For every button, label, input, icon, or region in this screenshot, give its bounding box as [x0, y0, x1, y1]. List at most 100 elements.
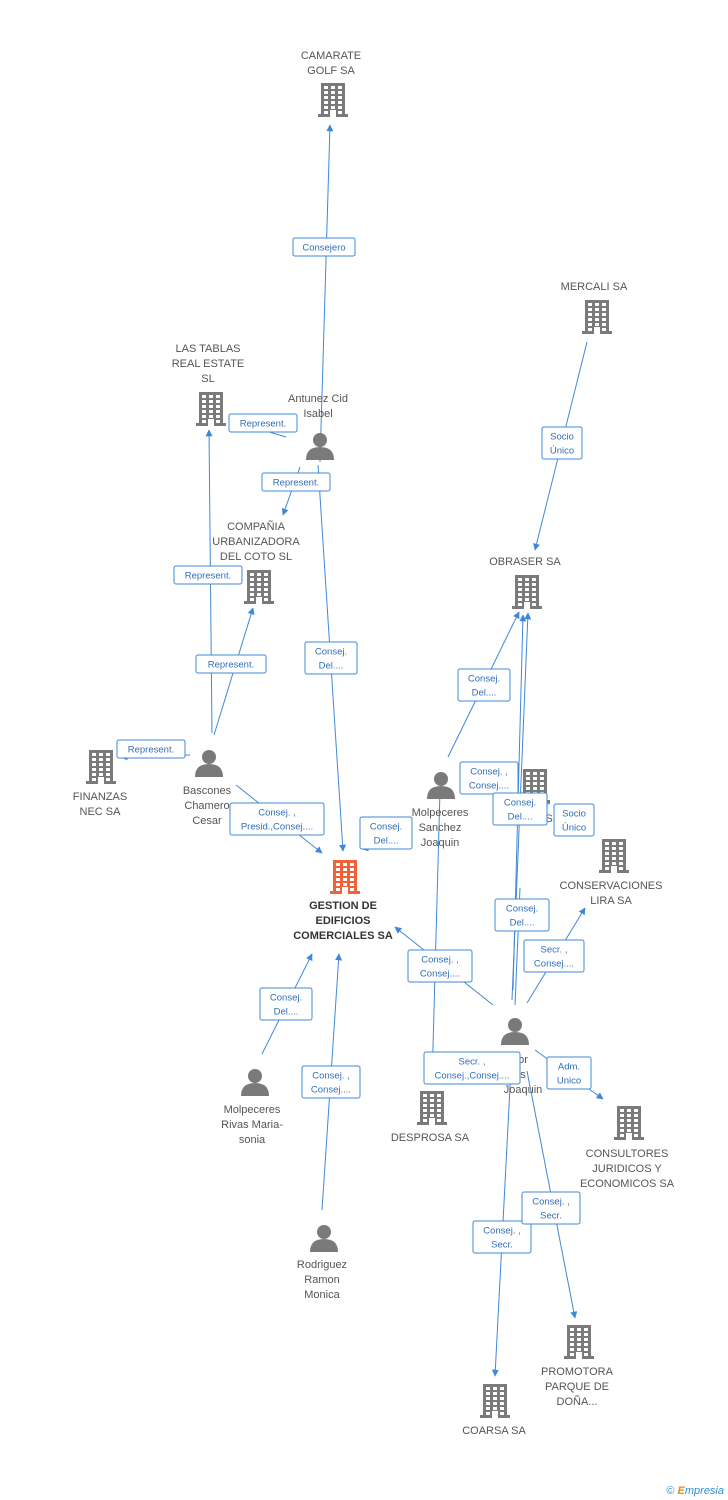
node-label: NEC SA	[80, 806, 122, 818]
edge-label-box[interactable]	[459, 761, 519, 795]
building-icon[interactable]	[599, 839, 629, 873]
edge-label-e1[interactable]: Consejero	[292, 237, 356, 257]
building-icon[interactable]	[417, 1091, 447, 1125]
building-icon[interactable]	[582, 300, 612, 334]
node-label: URBANIZADORA	[212, 536, 300, 548]
edge-label-e17[interactable]: Consej. ,Consej....	[407, 949, 473, 983]
node-desprosa[interactable]: DESPROSA SA	[391, 1091, 470, 1144]
edge-label-box[interactable]	[228, 413, 298, 433]
building-icon[interactable]	[244, 570, 274, 604]
edge-label-e18[interactable]: Consej.Del....	[259, 987, 313, 1021]
edge-label-e8[interactable]: Consej.Del....	[457, 668, 511, 702]
building-icon[interactable]	[512, 575, 542, 609]
edge-label-e5[interactable]: Represent.	[261, 472, 331, 492]
edge-label-e16[interactable]: Secr. ,Consej....	[523, 939, 585, 973]
edge-label-e3[interactable]: Represent.	[228, 413, 298, 433]
edge-label-box[interactable]	[521, 1191, 581, 1225]
edge-label-box[interactable]	[407, 949, 473, 983]
node-label: Molpeceres	[224, 1104, 281, 1116]
building-icon[interactable]	[318, 83, 348, 117]
brand-logo-initial[interactable]: E	[677, 1485, 685, 1497]
edge-label-e20[interactable]: Adm.Unico	[546, 1056, 592, 1090]
edge-label-box[interactable]	[553, 803, 595, 837]
edge-labels-layer: ConsejeroRepresent.Represent.SocioÚnicoR…	[116, 237, 595, 1254]
node-obraser[interactable]: OBRASER SA	[489, 556, 561, 609]
node-label: SL	[201, 373, 214, 385]
edge-label-text: Consejero	[302, 243, 345, 254]
building-icon[interactable]	[330, 860, 360, 894]
edge-label-e11[interactable]: Consej.Del....	[492, 792, 548, 826]
edge-label-box[interactable]	[359, 816, 413, 850]
person-icon[interactable]	[310, 1225, 338, 1252]
edge-label-text: Secr.	[491, 1240, 513, 1251]
edge-label-box[interactable]	[173, 565, 243, 585]
edge-label-e21[interactable]: Consej. ,Consej....	[301, 1065, 361, 1099]
building-icon[interactable]	[86, 750, 116, 784]
edge-label-e10[interactable]: Consej. ,Consej....	[459, 761, 519, 795]
edge-label-box[interactable]	[472, 1220, 532, 1254]
person-icon[interactable]	[501, 1018, 529, 1045]
edge-label-e2[interactable]: Represent.	[173, 565, 243, 585]
building-icon[interactable]	[614, 1106, 644, 1140]
edge-label-e9[interactable]: Represent.	[116, 739, 186, 759]
edge-label-box[interactable]	[259, 987, 313, 1021]
edge-label-text: Del....	[472, 688, 497, 699]
edge-label-e19[interactable]: Secr. ,Consej.,Consej....	[423, 1051, 521, 1085]
building-icon[interactable]	[480, 1384, 510, 1418]
edge-label-box[interactable]	[292, 237, 356, 257]
edge-label-e23[interactable]: Consej. ,Secr.	[521, 1191, 581, 1225]
edge-label-box[interactable]	[195, 654, 267, 674]
edge-label-box[interactable]	[457, 668, 511, 702]
edge-label-box[interactable]	[541, 426, 583, 460]
node-label: COARSA SA	[462, 1425, 526, 1437]
edge-label-e14[interactable]: Consej.Del....	[359, 816, 413, 850]
person-icon[interactable]	[427, 772, 455, 799]
edge-label-box[interactable]	[523, 939, 585, 973]
node-label: LIRA SA	[590, 895, 632, 907]
node-mercali[interactable]: MERCALI SA	[561, 281, 628, 334]
edge-label-box[interactable]	[423, 1051, 521, 1085]
edge-label-e6[interactable]: Consej.Del....	[304, 641, 358, 675]
edge-label-text: Presid.,Consej....	[241, 822, 313, 833]
edge-label-box[interactable]	[494, 898, 550, 932]
brand-logo-text[interactable]: mpresia	[684, 1485, 724, 1497]
node-coarsa[interactable]: COARSA SA	[462, 1384, 526, 1437]
person-icon[interactable]	[241, 1069, 269, 1096]
person-icon[interactable]	[306, 433, 334, 460]
edge-label-box[interactable]	[301, 1065, 361, 1099]
person-icon[interactable]	[195, 750, 223, 777]
node-label: CAMARATE	[301, 50, 361, 62]
edge-label-e7[interactable]: Represent.	[195, 654, 267, 674]
edge-label-text: Represent.	[240, 419, 286, 430]
edge-label-box[interactable]	[229, 802, 325, 836]
edge-label-box[interactable]	[492, 792, 548, 826]
edge-label-box[interactable]	[546, 1056, 592, 1090]
edge-line-e1	[319, 124, 334, 463]
edge-label-box[interactable]	[304, 641, 358, 675]
edge-label-e22[interactable]: Consej. ,Secr.	[472, 1220, 532, 1254]
edge-label-text: Del....	[508, 812, 533, 823]
building-icon[interactable]	[564, 1325, 594, 1359]
edge-label-text: Consej.	[315, 647, 347, 658]
edge-label-box[interactable]	[261, 472, 331, 492]
edge-label-e13[interactable]: Consej. ,Presid.,Consej....	[229, 802, 325, 836]
edge-label-e15[interactable]: Consej.Del....	[494, 898, 550, 932]
edge-label-box[interactable]	[116, 739, 186, 759]
building-icon[interactable]	[196, 392, 226, 426]
